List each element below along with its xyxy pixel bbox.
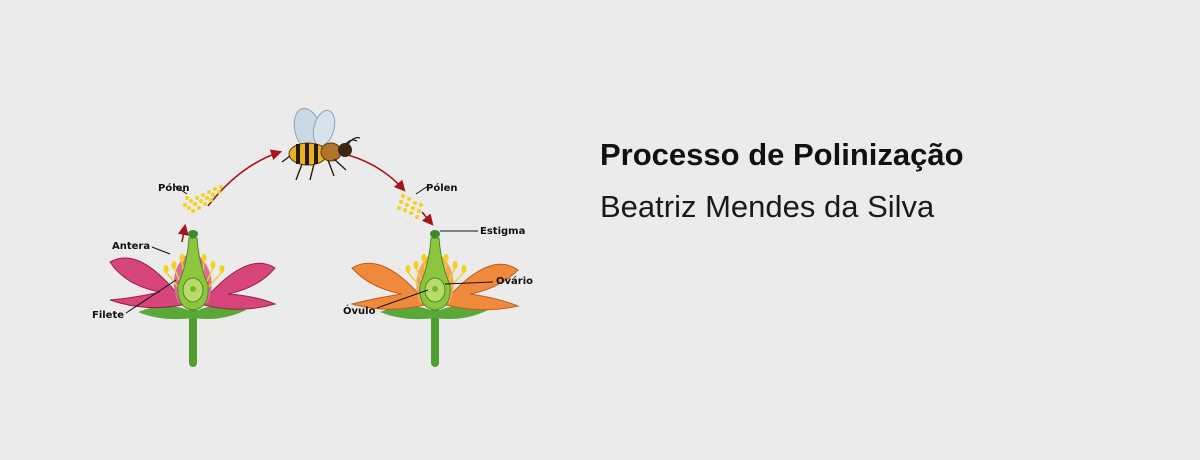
label-pollen-left: Pólen — [158, 182, 190, 194]
pollination-diagram: Pólen Pólen Antera Filete Estigma Ovário… — [92, 107, 533, 367]
label-pollen-right: Pólen — [426, 182, 458, 194]
arrow-pollen-to-stigma — [421, 211, 434, 226]
page-title: Processo de Polinização — [600, 137, 964, 172]
label-ovule: Óvulo — [343, 304, 376, 317]
pollination-arrows — [177, 149, 434, 243]
flower-right-icon — [350, 230, 520, 367]
pollen-icon-right — [397, 194, 423, 219]
label-stigma: Estigma — [480, 226, 525, 237]
label-leaders — [125, 185, 494, 314]
label-filament: Filete — [92, 310, 124, 321]
label-anther: Antera — [112, 241, 150, 252]
flower-left-icon — [109, 230, 277, 367]
author-name: Beatriz Mendes da Silva — [600, 189, 935, 224]
pollen-icon-left — [183, 185, 223, 213]
title-block: Processo de Polinização Beatriz Mendes d… — [600, 135, 964, 227]
arrow-from-bee — [347, 154, 406, 192]
arrow-anther-to-pollen — [177, 223, 189, 243]
bee-icon — [281, 107, 361, 181]
label-ovary: Ovário — [496, 275, 533, 287]
arrow-to-bee — [207, 149, 283, 207]
